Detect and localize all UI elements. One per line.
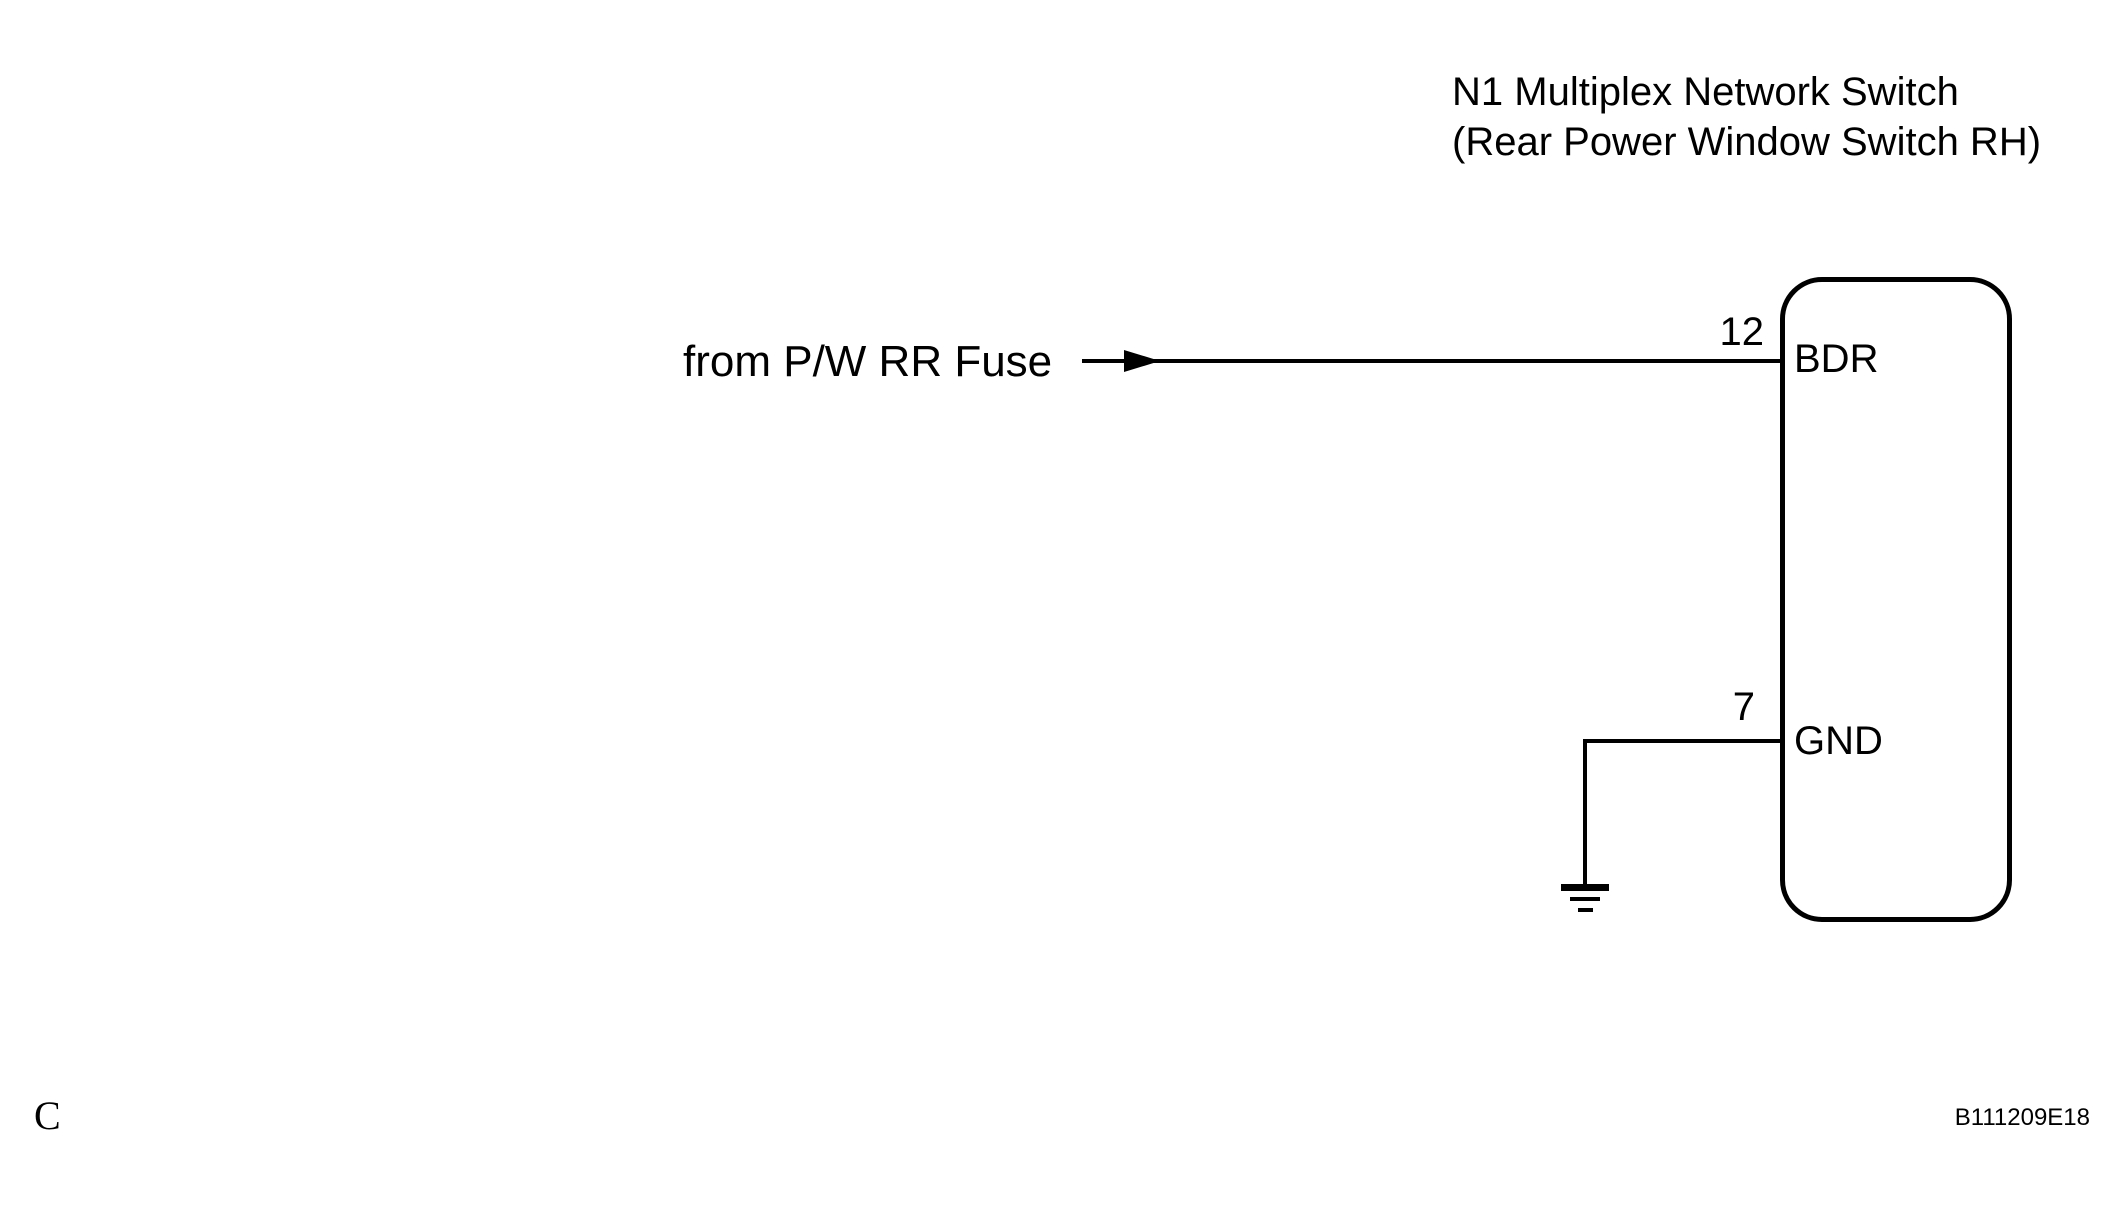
- component-title-line-2: (Rear Power Window Switch RH): [1452, 120, 2042, 164]
- pin-label-bdr: BDR: [1794, 337, 1879, 381]
- ground-icon-bar-2: [1570, 897, 1600, 901]
- flow-arrow-icon: [1124, 350, 1160, 372]
- pin-number-7: 7: [1732, 685, 1755, 729]
- gnd-wire-vertical: [1583, 739, 1587, 889]
- component-title: N1 Multiplex Network Switch (Rear Power …: [1452, 67, 2041, 167]
- ground-icon-bar-3: [1578, 908, 1593, 912]
- gnd-wire-horizontal: [1583, 739, 1782, 743]
- pin-label-gnd: GND: [1794, 719, 1883, 763]
- bdr-supply-wire: [1082, 359, 1782, 363]
- ground-icon: [1561, 884, 1609, 891]
- pin-number-12: 12: [1719, 310, 1765, 354]
- component-box: [1780, 277, 2012, 922]
- source-label: from P/W RR Fuse: [683, 337, 1053, 386]
- component-title-line-1: N1 Multiplex Network Switch: [1452, 70, 1959, 114]
- figure-code: B111209E18: [1954, 1104, 2090, 1131]
- page-letter: C: [34, 1093, 61, 1138]
